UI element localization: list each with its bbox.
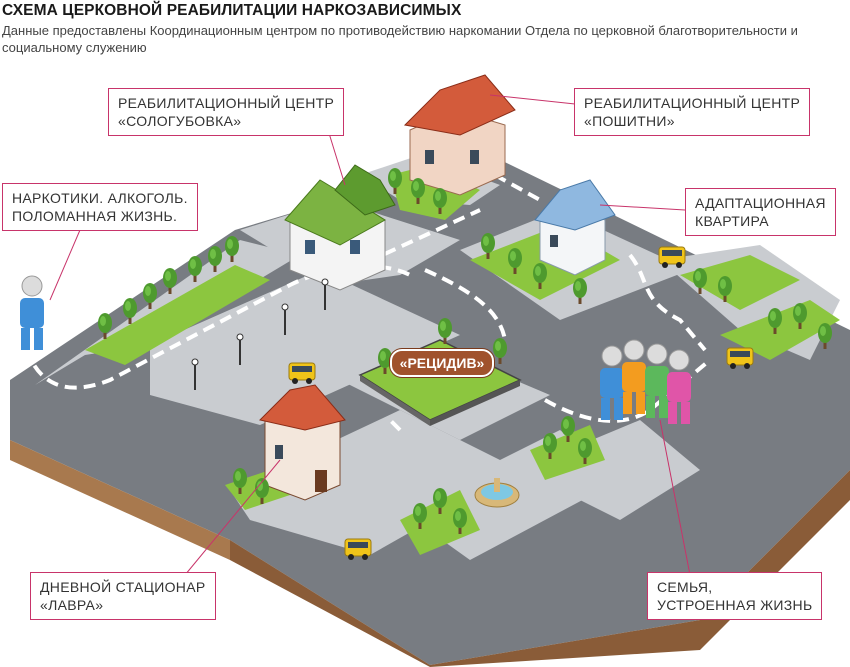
poshitni-house [405,75,515,195]
callout-poshitni: РЕАБИЛИТАЦИОННЫЙ ЦЕНТР «ПОШИТНИ» [574,88,810,136]
person-icon [20,276,44,350]
callout-lavra: ДНЕВНОЙ СТАЦИОНАР «ЛАВРА» [30,572,216,620]
relapse-badge: «РЕЦИДИВ» [390,349,494,377]
sologubovka-house [285,165,395,290]
callout-apartment: АДАПТАЦИОННАЯ КВАРТИРА [685,188,836,236]
callout-sologubovka: РЕАБИЛИТАЦИОННЫЙ ЦЕНТР «СОЛОГУБОВКА» [108,88,344,136]
callout-drugs: НАРКОТИКИ. АЛКОГОЛЬ. ПОЛОМАННАЯ ЖИЗНЬ. [2,183,198,231]
callout-family: СЕМЬЯ, УСТРОЕННАЯ ЖИЗНЬ [647,572,822,620]
